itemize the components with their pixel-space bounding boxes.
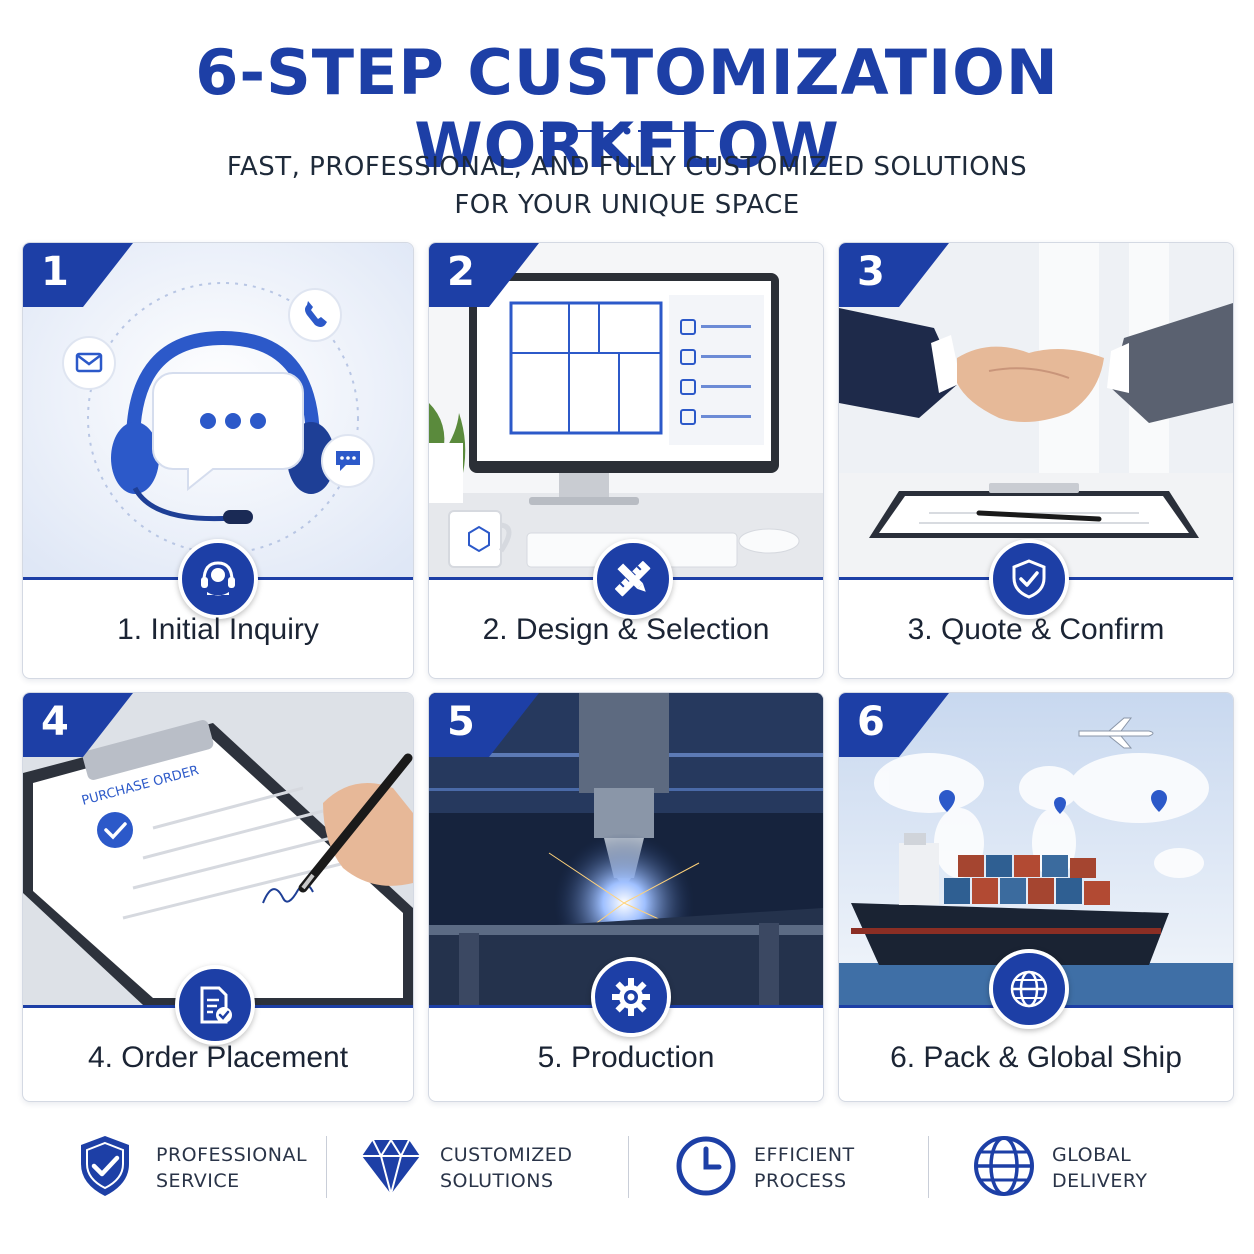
step-4-number: 4 (41, 699, 69, 745)
gear-icon (591, 957, 671, 1037)
feature-divider (928, 1136, 929, 1198)
step-2-number: 2 (447, 249, 475, 295)
step-card-6[interactable]: 6 6. Pack & Global Ship (838, 692, 1234, 1102)
diamond-icon (362, 1138, 420, 1198)
globe-icon (989, 949, 1069, 1029)
feature-2-line-1: CUSTOMIZED (440, 1144, 573, 1166)
header: 6-STEP CUSTOMIZATION WORKFLOW FAST, PROF… (0, 0, 1254, 240)
step-4-number-flag (23, 693, 133, 757)
shield-check-icon (81, 1136, 129, 1196)
step-1-number-flag (23, 243, 133, 307)
feature-1-line-2: SERVICE (156, 1170, 240, 1192)
feature-3-line-1: EFFICIENT (754, 1144, 855, 1166)
step-3-number-flag (839, 243, 949, 307)
document-check-icon (175, 965, 255, 1045)
step-1-number: 1 (41, 249, 69, 295)
step-card-5[interactable]: 5 5. Production (428, 692, 824, 1102)
step-2-label: 2. Design & Selection (482, 613, 770, 646)
headset-icon (178, 539, 258, 619)
feature-3-line-2: PROCESS (754, 1170, 847, 1192)
step-1-label: 1. Initial Inquiry (117, 613, 319, 646)
step-card-1[interactable]: 1 1. Initial Inquiry (22, 242, 414, 679)
step-5-illustration (429, 693, 823, 1005)
step-card-4[interactable]: PURCHASE ORDER 4 4. Order Placement (22, 692, 414, 1102)
step-4-label: 4. Order Placement (87, 1041, 349, 1074)
step-card-2[interactable]: 2 2. Design & Selection (428, 242, 824, 679)
step-card-3[interactable]: 3 3. Quote & Confirm (838, 242, 1234, 679)
feature-2-line-2: SOLUTIONS (440, 1170, 554, 1192)
ruler-pencil-icon (593, 539, 673, 619)
clock-icon (676, 1136, 736, 1196)
page-title: 6-STEP CUSTOMIZATION WORKFLOW (195, 36, 1059, 182)
feature-4-line-2: DELIVERY (1052, 1170, 1148, 1192)
globe-icon (974, 1136, 1034, 1196)
step-5-label: 5. Production (537, 1041, 715, 1074)
feature-divider (628, 1136, 629, 1198)
subtitle-line-2: FOR YOUR UNIQUE SPACE (454, 190, 800, 220)
step-6-number: 6 (857, 699, 885, 745)
step-3-label: 3. Quote & Confirm (907, 613, 1165, 646)
feature-divider (326, 1136, 327, 1198)
page-subtitle: FAST, PROFESSIONAL, AND FULLY CUSTOMIZED… (0, 148, 1254, 224)
features-bar: PROFESSIONAL SERVICE CUSTOMIZED SOLUTION… (40, 1130, 1220, 1204)
feature-4-line-1: GLOBAL (1052, 1144, 1132, 1166)
step-4-illustration: PURCHASE ORDER (23, 693, 413, 1005)
step-5-number-flag (429, 693, 539, 757)
feature-1-line-1: PROFESSIONAL (156, 1144, 308, 1166)
step-6-label: 6. Pack & Global Ship (890, 1041, 1182, 1074)
step-6-number-flag (839, 693, 949, 757)
step-3-number: 3 (857, 249, 885, 295)
title-divider (540, 127, 714, 135)
shield-check-icon (989, 539, 1069, 619)
subtitle-line-1: FAST, PROFESSIONAL, AND FULLY CUSTOMIZED… (226, 152, 1028, 182)
step-1-illustration (23, 243, 413, 577)
step-5-number: 5 (447, 699, 475, 745)
step-2-number-flag (429, 243, 539, 307)
